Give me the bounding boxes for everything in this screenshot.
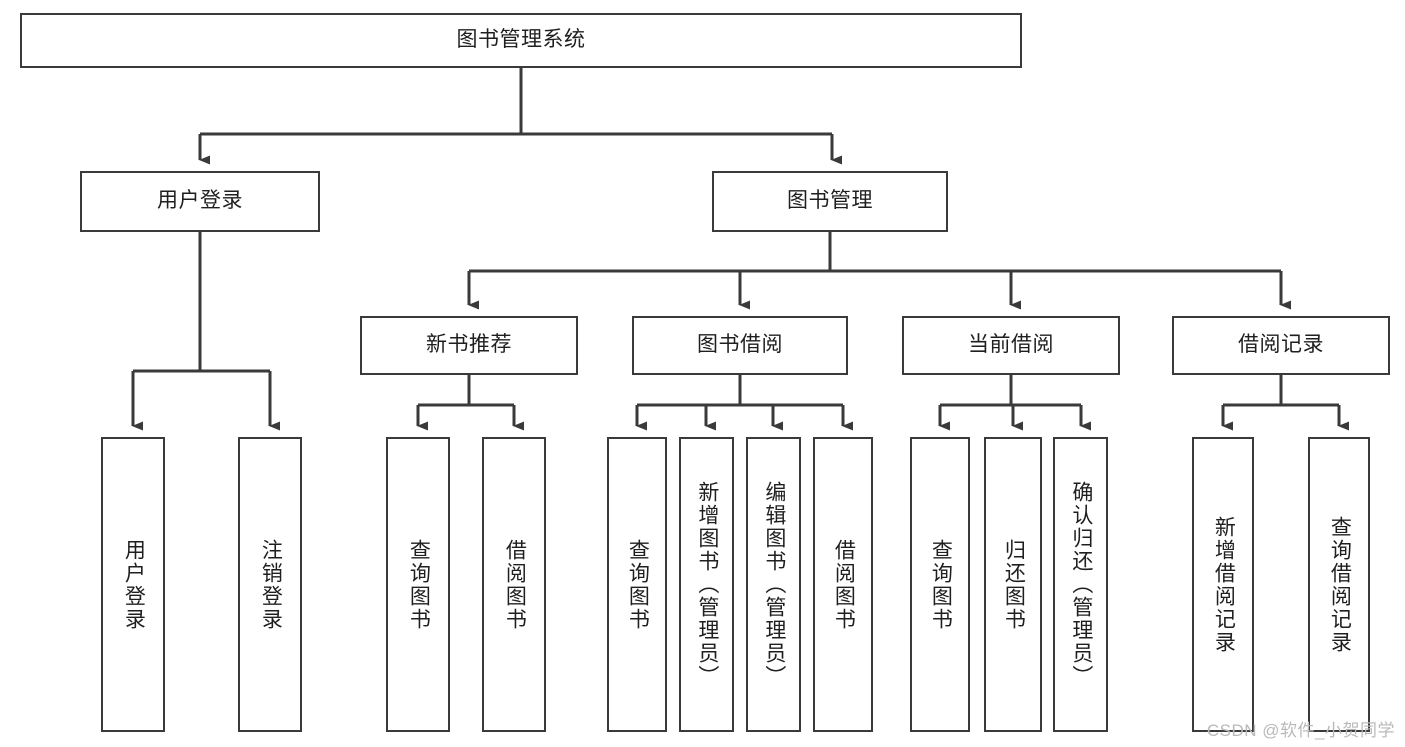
node-label: 借阅图书: [832, 538, 856, 631]
node-leaf-borrow-book-borrowing[interactable]: 借阅图书: [813, 437, 873, 732]
node-label: 新书推荐: [426, 333, 512, 357]
node-label: 新增图书（管理员）: [695, 481, 719, 688]
node-book-borrowing[interactable]: 图书借阅: [632, 316, 848, 375]
node-leaf-confirm-return-admin[interactable]: 确认归还（管理员）: [1053, 437, 1108, 732]
node-leaf-user-login[interactable]: 用户登录: [101, 437, 165, 732]
node-current-borrowing[interactable]: 当前借阅: [902, 316, 1120, 375]
node-leaf-add-borrowing-record[interactable]: 新增借阅记录: [1192, 437, 1254, 732]
node-label: 图书借阅: [697, 333, 783, 357]
node-label: 归还图书: [1002, 538, 1026, 631]
node-leaf-return-book[interactable]: 归还图书: [984, 437, 1042, 732]
node-label: 借阅记录: [1238, 333, 1324, 357]
node-leaf-query-borrowing-record[interactable]: 查询借阅记录: [1308, 437, 1370, 732]
node-new-book-recommendation[interactable]: 新书推荐: [360, 316, 578, 375]
node-user-login[interactable]: 用户登录: [80, 171, 320, 232]
node-label: 编辑图书（管理员）: [762, 481, 786, 688]
node-label: 借阅图书: [503, 538, 527, 631]
node-book-management[interactable]: 图书管理: [712, 171, 948, 232]
node-root-book-management-system[interactable]: 图书管理系统: [20, 13, 1022, 68]
node-label: 图书管理: [787, 189, 873, 213]
node-label: 注销登录: [259, 538, 283, 631]
node-leaf-query-book-borrowing[interactable]: 查询图书: [607, 437, 667, 732]
node-label: 查询图书: [626, 538, 650, 631]
node-label: 查询图书: [929, 538, 953, 631]
node-label: 查询图书: [407, 538, 431, 631]
node-label: 当前借阅: [968, 333, 1054, 357]
node-label: 图书管理系统: [456, 28, 586, 52]
node-label: 用户登录: [157, 189, 243, 213]
node-leaf-query-book-current[interactable]: 查询图书: [910, 437, 970, 732]
node-leaf-borrow-book-recommendation[interactable]: 借阅图书: [482, 437, 546, 732]
node-label: 用户登录: [122, 538, 146, 631]
node-leaf-edit-book-admin[interactable]: 编辑图书（管理员）: [746, 437, 801, 732]
node-borrowing-record[interactable]: 借阅记录: [1172, 316, 1390, 375]
node-label: 确认归还（管理员）: [1069, 481, 1093, 688]
node-label: 新增借阅记录: [1212, 515, 1236, 654]
watermark-text: CSDN @软件_小贺同学: [1206, 721, 1395, 740]
node-leaf-logout[interactable]: 注销登录: [238, 437, 302, 732]
node-leaf-add-book-admin[interactable]: 新增图书（管理员）: [679, 437, 734, 732]
node-leaf-query-book-recommendation[interactable]: 查询图书: [386, 437, 450, 732]
node-label: 查询借阅记录: [1328, 515, 1352, 654]
